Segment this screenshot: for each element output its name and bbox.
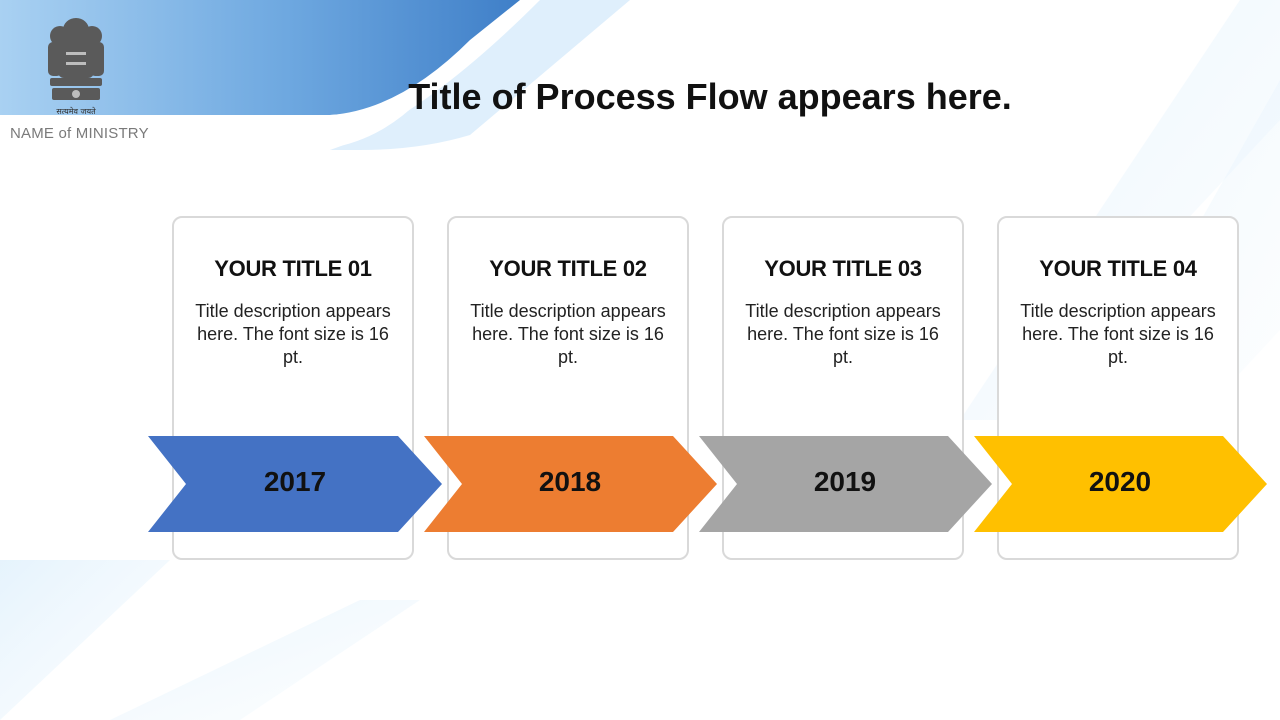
step-year-2: 2018	[538, 466, 602, 497]
timeline-arrow-4	[974, 436, 1267, 532]
step-description-3: Title description appears here. The font…	[745, 301, 941, 367]
step-year-3: 2019	[813, 466, 877, 497]
step-description-2: Title description appears here. The font…	[470, 301, 666, 367]
step-title-1: YOUR TITLE 01	[214, 256, 372, 281]
step-year-1: 2017	[263, 466, 327, 497]
timeline-arrow-2	[424, 436, 717, 532]
step-title-4: YOUR TITLE 04	[1039, 256, 1197, 281]
timeline-arrow-3	[699, 436, 992, 532]
step-year-4: 2020	[1088, 466, 1152, 497]
step-description-4: Title description appears here. The font…	[1020, 301, 1216, 367]
national-emblem-icon	[48, 18, 104, 100]
emblem-motto: सत्यमेव जयते	[56, 107, 96, 116]
step-title-2: YOUR TITLE 02	[489, 256, 647, 281]
ministry-name: NAME of MINISTRY	[10, 125, 149, 142]
step-description-1: Title description appears here. The font…	[195, 301, 391, 367]
timeline-arrow-1	[148, 436, 442, 532]
step-title-3: YOUR TITLE 03	[764, 256, 922, 281]
page-title: Title of Process Flow appears here.	[408, 76, 1012, 117]
